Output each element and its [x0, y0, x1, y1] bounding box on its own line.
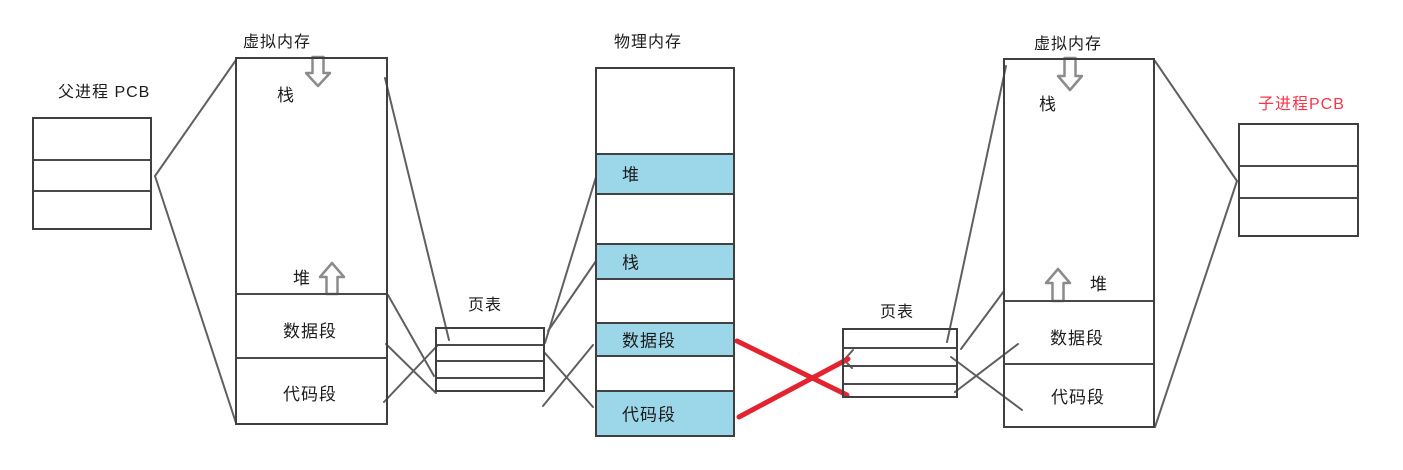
left-vm-heap-label: 堆	[293, 269, 311, 288]
link-parentpcb-vm-bottom	[154, 175, 237, 424]
pcb-row	[1240, 165, 1357, 197]
right-vm-title: 虚拟内存	[1034, 36, 1103, 53]
pm-heap-label: 堆	[622, 165, 640, 185]
page-table-row	[844, 365, 956, 383]
right-vm-box: 栈 堆 数据段 代码段	[1003, 58, 1155, 428]
remap-line-data	[734, 338, 850, 398]
pm-code-label: 代码段	[622, 405, 676, 424]
pm-code-frame: 代码段	[597, 390, 733, 435]
child-pcb-box	[1238, 123, 1359, 237]
right-vm-code-label: 代码段	[1051, 388, 1105, 407]
heap-boundary-line	[1005, 300, 1153, 302]
link-pt-pm-stack	[547, 260, 597, 332]
link-pt-pm-code	[543, 351, 594, 408]
link-pt-pm-heap	[544, 176, 597, 344]
page-table-row	[844, 383, 956, 396]
page-table-row	[844, 330, 956, 347]
pm-free-frame	[597, 69, 733, 153]
left-vm-box: 栈 堆 数据段 代码段	[235, 57, 388, 425]
link-parentpcb-vm-top	[154, 59, 237, 177]
link-vm-stack-pt	[384, 77, 450, 341]
left-vm-data-label: 数据段	[283, 322, 337, 341]
pcb-row	[34, 119, 150, 159]
link-pt-pm-data	[542, 344, 594, 407]
link-rpt-rvm-top	[946, 65, 1007, 343]
right-page-table-box	[842, 328, 958, 398]
physical-memory-box: 堆 栈 数据段 代码段	[595, 67, 735, 437]
pm-stack-label: 栈	[622, 253, 640, 272]
left-vm-stack-label: 栈	[277, 86, 295, 105]
pm-heap-frame: 堆	[597, 153, 733, 193]
data-code-boundary-line	[237, 357, 386, 359]
page-table-row	[844, 347, 956, 365]
link-vm-code-pt	[383, 345, 438, 403]
heap-boundary-line	[237, 293, 386, 295]
left-page-table-box	[435, 327, 545, 392]
pcb-row	[34, 159, 150, 190]
pcb-row	[34, 190, 150, 228]
page-table-row	[437, 344, 543, 360]
link-rpt-rvm-heap	[960, 290, 1005, 350]
link-childpcb-vm-top	[1154, 60, 1238, 182]
parent-pcb-title: 父进程 PCB	[58, 84, 151, 101]
right-vm-heap-label: 堆	[1090, 275, 1108, 294]
pm-data-frame: 数据段	[597, 322, 733, 355]
pm-free-frame	[597, 193, 733, 243]
remap-line-code	[736, 356, 851, 420]
pcb-row	[1240, 125, 1357, 165]
right-vm-data-label: 数据段	[1050, 329, 1104, 348]
pm-data-label: 数据段	[622, 331, 676, 350]
right-vm-stack-label: 栈	[1039, 95, 1057, 114]
physical-memory-title: 物理内存	[614, 34, 683, 51]
left-vm-title: 虚拟内存	[243, 34, 312, 51]
link-childpcb-vm-bottom	[1154, 180, 1238, 428]
link-vm-heap-pt	[387, 294, 435, 377]
page-table-row	[437, 377, 543, 390]
pm-free-frame	[597, 355, 733, 390]
parent-pcb-box	[32, 117, 152, 230]
child-pcb-title: 子进程PCB	[1258, 96, 1345, 113]
left-vm-code-label: 代码段	[283, 385, 337, 404]
data-code-boundary-line	[1005, 363, 1153, 365]
page-table-row	[437, 360, 543, 377]
pcb-row	[1240, 197, 1357, 235]
link-vm-data-pt	[385, 343, 437, 394]
left-page-table-title: 页表	[468, 297, 503, 314]
pm-free-frame	[597, 278, 733, 322]
page-table-row	[437, 329, 543, 344]
pm-stack-frame: 栈	[597, 243, 733, 278]
right-page-table-title: 页表	[880, 304, 915, 321]
